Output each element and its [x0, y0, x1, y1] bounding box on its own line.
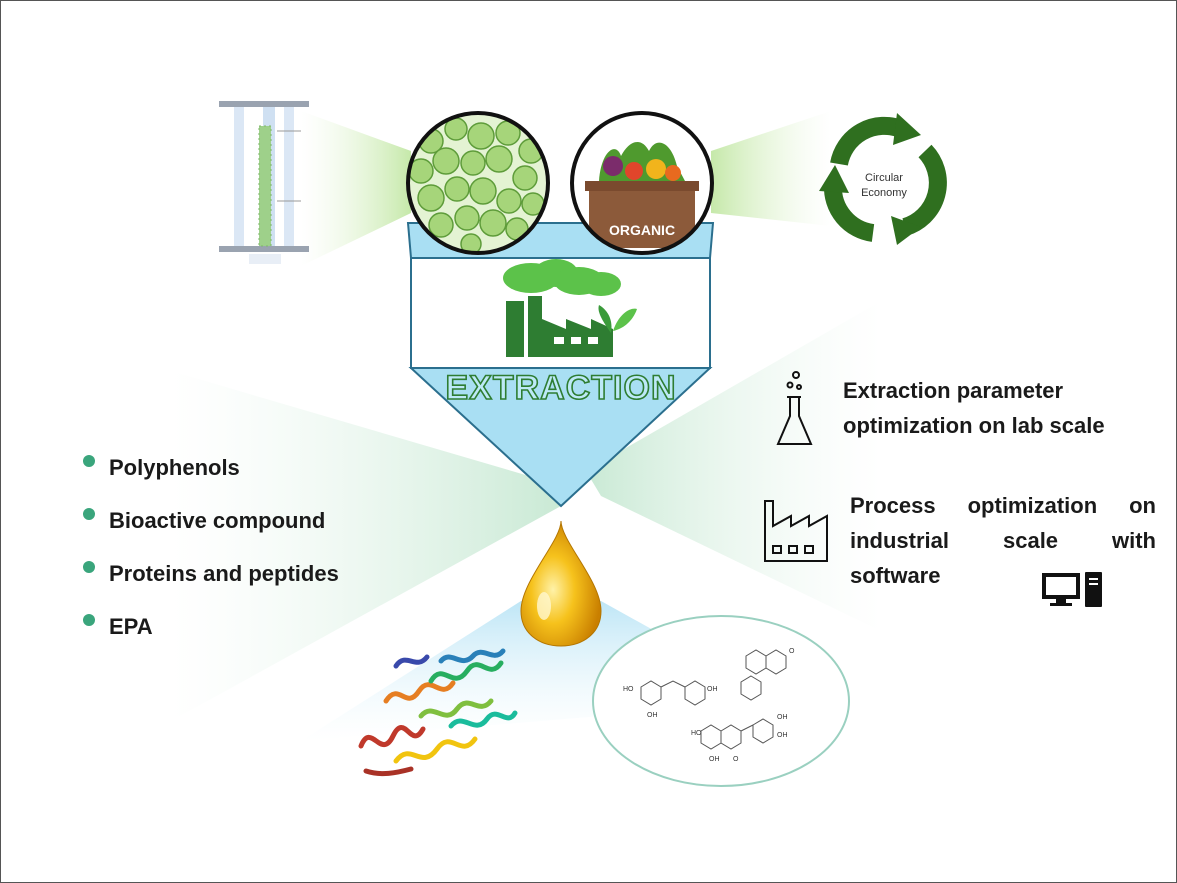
- products-list: Polyphenols Bioactive compound Proteins …: [83, 453, 339, 665]
- molecule-label: OH: [707, 686, 718, 693]
- molecule-label: OH: [777, 714, 788, 721]
- circular-economy-line1: Circular: [865, 172, 903, 184]
- molecule-label: O: [733, 756, 739, 763]
- product-item-bioactive: Bioactive compound: [83, 506, 339, 559]
- product-label: Polyphenols: [109, 455, 240, 480]
- circular-economy-line2: Economy: [861, 187, 907, 199]
- lab-scale-text: Extraction parameter optimization on lab…: [843, 373, 1163, 443]
- industrial-scale-text: Process optimization on industrial scale…: [850, 488, 1156, 593]
- molecule-label: O: [789, 648, 795, 655]
- beam-optimization: [586, 301, 881, 631]
- product-label: Proteins and peptides: [109, 561, 339, 586]
- bullet-dot: [83, 455, 95, 467]
- molecule-label: HO: [623, 686, 634, 693]
- green-factory-icon: [503, 259, 637, 357]
- photobioreactor-icon: [219, 101, 309, 264]
- molecule-label: OH: [647, 712, 658, 719]
- factory-icon: [764, 500, 828, 562]
- protein-structure-icon: [358, 648, 518, 777]
- beam-products: [171, 371, 561, 721]
- beam-circular-economy: [711, 111, 831, 226]
- molecule-label: HO: [691, 730, 702, 737]
- product-label: Bioactive compound: [109, 508, 326, 533]
- lab-scale-line1: Extraction parameter: [843, 378, 1064, 403]
- molecules-panel: HO OH OH O HO OH OH O OH: [592, 615, 850, 787]
- organic-waste-icon: [570, 111, 714, 255]
- product-item-polyphenols: Polyphenols: [83, 453, 339, 506]
- product-item-epa: EPA: [83, 612, 339, 665]
- organic-bin-label: ORGANIC: [609, 222, 675, 238]
- flask-icon: [776, 371, 813, 445]
- industrial-line3: software: [850, 563, 941, 588]
- oil-drop-icon: [520, 520, 602, 647]
- microalgae-icon: [406, 111, 550, 255]
- computer-icon: [1042, 572, 1102, 607]
- bullet-dot: [83, 614, 95, 626]
- industrial-line2: industrial scale with: [850, 528, 1156, 553]
- molecule-label: OH: [709, 756, 720, 763]
- molecule-label: OH: [777, 732, 788, 739]
- bullet-dot: [83, 508, 95, 520]
- beam-photobioreactor: [301, 111, 411, 266]
- industrial-line1: Process optimization on: [850, 493, 1156, 518]
- product-label: EPA: [109, 614, 153, 639]
- circular-economy-arrows-icon: [819, 113, 947, 245]
- extraction-label: EXTRACTION: [446, 369, 677, 407]
- product-item-proteins: Proteins and peptides: [83, 559, 339, 612]
- lab-scale-line2: optimization on lab scale: [843, 413, 1105, 438]
- bullet-dot: [83, 561, 95, 573]
